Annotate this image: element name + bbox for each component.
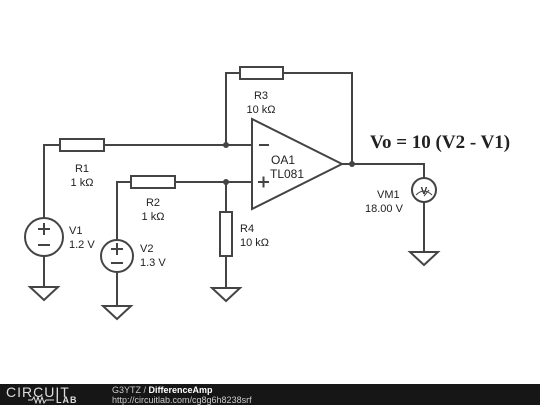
r4-name: R4 <box>240 223 254 235</box>
author-name[interactable]: G3YTZ <box>112 385 142 395</box>
circuitlab-logo[interactable]: CIRCUIT LAB <box>6 384 98 405</box>
transfer-equation: Vo = 10 (V2 - V1) <box>370 132 510 153</box>
junction-dot <box>223 179 229 185</box>
vm1-reading: 18.00 V <box>365 203 404 215</box>
logo-text-lab: LAB <box>56 395 78 405</box>
footer-bar: CIRCUIT LAB G3YTZ / DifferenceAmp http:/… <box>0 384 540 405</box>
resistor-r2[interactable] <box>130 175 176 189</box>
wire-output <box>342 163 425 178</box>
voltmeter-vm1[interactable] <box>411 177 437 203</box>
v2-value: 1.3 V <box>140 257 166 269</box>
circuit-title-line: G3YTZ / DifferenceAmp <box>112 385 213 395</box>
title-separator: / <box>141 385 149 395</box>
ground-symbol <box>100 305 134 321</box>
meter-needle <box>423 189 430 197</box>
source-circle <box>100 239 134 273</box>
logo-text-circuit: CIRCUIT <box>6 384 70 400</box>
schematic-canvas: R1 1 kΩ R2 1 kΩ R3 10 kΩ R4 10 kΩ V1 1.2… <box>24 66 510 321</box>
resistor-r3[interactable] <box>239 66 284 80</box>
resistor-r4[interactable] <box>219 211 233 257</box>
ground-symbol <box>27 286 61 302</box>
r1-value: 1 kΩ <box>71 177 94 189</box>
ground-symbol <box>209 287 243 303</box>
r1-name: R1 <box>75 163 89 175</box>
junction-dot <box>223 142 229 148</box>
source-circle <box>24 217 64 257</box>
resistor-r1[interactable] <box>59 138 105 152</box>
junction-dot <box>349 161 355 167</box>
wires <box>43 72 425 306</box>
voltage-source-v2[interactable] <box>100 239 134 273</box>
opamp-oa1[interactable] <box>251 117 345 211</box>
circuit-url[interactable]: http://circuitlab.com/cg8g6h8238srf <box>112 395 252 405</box>
v1-value: 1.2 V <box>69 239 95 251</box>
meter-scale-arc <box>415 190 433 196</box>
meter-circle <box>411 177 437 203</box>
wire-v1-r1 <box>43 144 60 218</box>
r2-name: R2 <box>146 197 160 209</box>
ground-symbol <box>407 251 441 267</box>
v1-name: V1 <box>69 225 82 237</box>
r2-value: 1 kΩ <box>142 211 165 223</box>
vm1-symbol: V <box>421 186 428 197</box>
oa1-name: OA1 <box>271 153 295 167</box>
voltage-source-v1[interactable] <box>24 217 64 257</box>
vm1-name: VM1 <box>377 189 400 201</box>
logo-resistor-icon <box>28 396 54 404</box>
oa1-model: TL081 <box>270 167 304 181</box>
wire-r3-left <box>225 72 240 145</box>
wire-v2-r2 <box>116 181 131 241</box>
r3-value: 10 kΩ <box>246 104 275 116</box>
v2-name: V2 <box>140 243 153 255</box>
opamp-triangle <box>251 117 345 211</box>
wire-r3-right <box>283 72 353 164</box>
r3-name: R3 <box>254 90 268 102</box>
r4-value: 10 kΩ <box>240 237 269 249</box>
circuit-title: DifferenceAmp <box>148 385 213 395</box>
